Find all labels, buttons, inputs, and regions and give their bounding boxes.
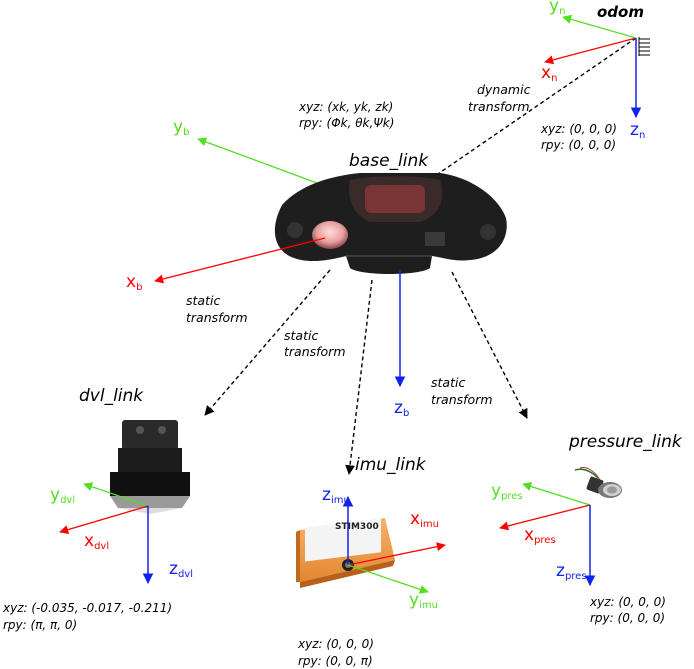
imu-link-title: imu_link xyxy=(355,455,427,475)
odom-xyz: xyz: (0, 0, 0) xyxy=(540,122,617,136)
odom-frame: odom yn xn zn xyz: (0, 0, 0) rpy: (0, 0,… xyxy=(540,0,650,152)
imu-x-axis xyxy=(347,542,446,566)
pressure-link-frame: pressure_link ypres xpres zpres xyz: (0,… xyxy=(491,432,683,625)
rov-vehicle-icon xyxy=(274,173,507,274)
base-x-axis xyxy=(154,237,326,284)
base-x-label: xb xyxy=(126,272,142,293)
svg-text:static: static xyxy=(186,293,220,308)
odom-x-label: xn xyxy=(541,63,557,84)
dvl-xyz: xyz: (-0.035, -0.017, -0.211) xyxy=(2,601,172,615)
dvl-sensor-icon xyxy=(110,420,190,514)
odom-y-axis xyxy=(562,14,637,39)
imu-sensor-icon: STIM300 xyxy=(296,518,395,588)
imu-rpy: rpy: (0, 0, π) xyxy=(298,654,373,668)
base-link-title: base_link xyxy=(349,151,429,171)
pressure-z-label: zpres xyxy=(556,561,587,582)
static-transform-label-imu: static transform xyxy=(284,328,346,359)
odom-rpy: rpy: (0, 0, 0) xyxy=(541,138,616,152)
dynamic-transform-label: dynamic transform xyxy=(468,82,531,114)
imu-link-frame: imu_link STIM300 zimu ximu yimu xyz: (0,… xyxy=(296,455,446,668)
pressure-rpy: rpy: (0, 0, 0) xyxy=(590,611,665,625)
base-z-label: zb xyxy=(394,398,409,419)
pressure-sensor-icon xyxy=(574,467,622,498)
odom-x-axis xyxy=(544,37,637,65)
base-y-label: yb xyxy=(173,117,189,138)
imu-y-axis xyxy=(347,564,429,594)
pressure-y-label: ypres xyxy=(491,481,523,502)
imu-xyz: xyz: (0, 0, 0) xyxy=(297,637,374,651)
svg-text:transform: transform xyxy=(284,344,346,359)
dvl-x-axis xyxy=(59,505,149,535)
svg-text:static: static xyxy=(431,375,465,390)
base-link-pose-rpy: rpy: (Φk, θk,Ψk) xyxy=(299,116,394,130)
static-transform-line-dvl xyxy=(204,269,331,416)
svg-text:STIM300: STIM300 xyxy=(335,522,379,532)
imu-z-label: zimu xyxy=(322,485,350,506)
pressure-xyz: xyz: (0, 0, 0) xyxy=(589,595,666,609)
dvl-z-label: zdvl xyxy=(169,559,193,580)
dvl-y-label: ydvl xyxy=(50,485,75,506)
dvl-rpy: rpy: (π, π, 0) xyxy=(3,618,77,632)
pressure-x-label: xpres xyxy=(524,525,556,546)
odom-y-label: yn xyxy=(549,0,565,17)
static-transform-label-dvl: static transform xyxy=(186,293,248,325)
ground-hatch-icon xyxy=(638,37,650,56)
base-link-pose-xyz: xyz: (xk, yk, zk) xyxy=(298,100,393,114)
odom-z-label: zn xyxy=(630,120,645,141)
static-transform-label-pressure: static transform xyxy=(431,375,493,407)
imu-x-label: ximu xyxy=(410,509,439,530)
static-transform-line-imu xyxy=(345,279,373,475)
svg-text:transform: transform xyxy=(468,99,530,114)
static-transform-line-pressure xyxy=(451,271,528,419)
svg-text:transform: transform xyxy=(186,310,248,325)
imu-y-label: yimu xyxy=(409,590,438,611)
svg-text:dynamic: dynamic xyxy=(477,82,531,97)
pressure-x-axis xyxy=(499,504,591,531)
base-y-axis xyxy=(197,137,326,187)
base-link-frame: xyz: (xk, yk, zk) rpy: (Φk, θk,Ψk) base_… xyxy=(126,100,507,419)
dvl-link-title: dvl_link xyxy=(79,386,144,406)
svg-text:transform: transform xyxy=(431,392,493,407)
dvl-x-label: xdvl xyxy=(84,531,109,552)
odom-title: odom xyxy=(597,3,644,21)
pressure-y-axis xyxy=(522,482,591,506)
svg-text:static: static xyxy=(284,328,318,343)
pressure-link-title: pressure_link xyxy=(568,432,683,452)
dvl-y-axis xyxy=(83,482,149,507)
dvl-link-frame: dvl_link ydvl xdvl zdvl xyz: (-0.035, -0… xyxy=(2,386,193,632)
